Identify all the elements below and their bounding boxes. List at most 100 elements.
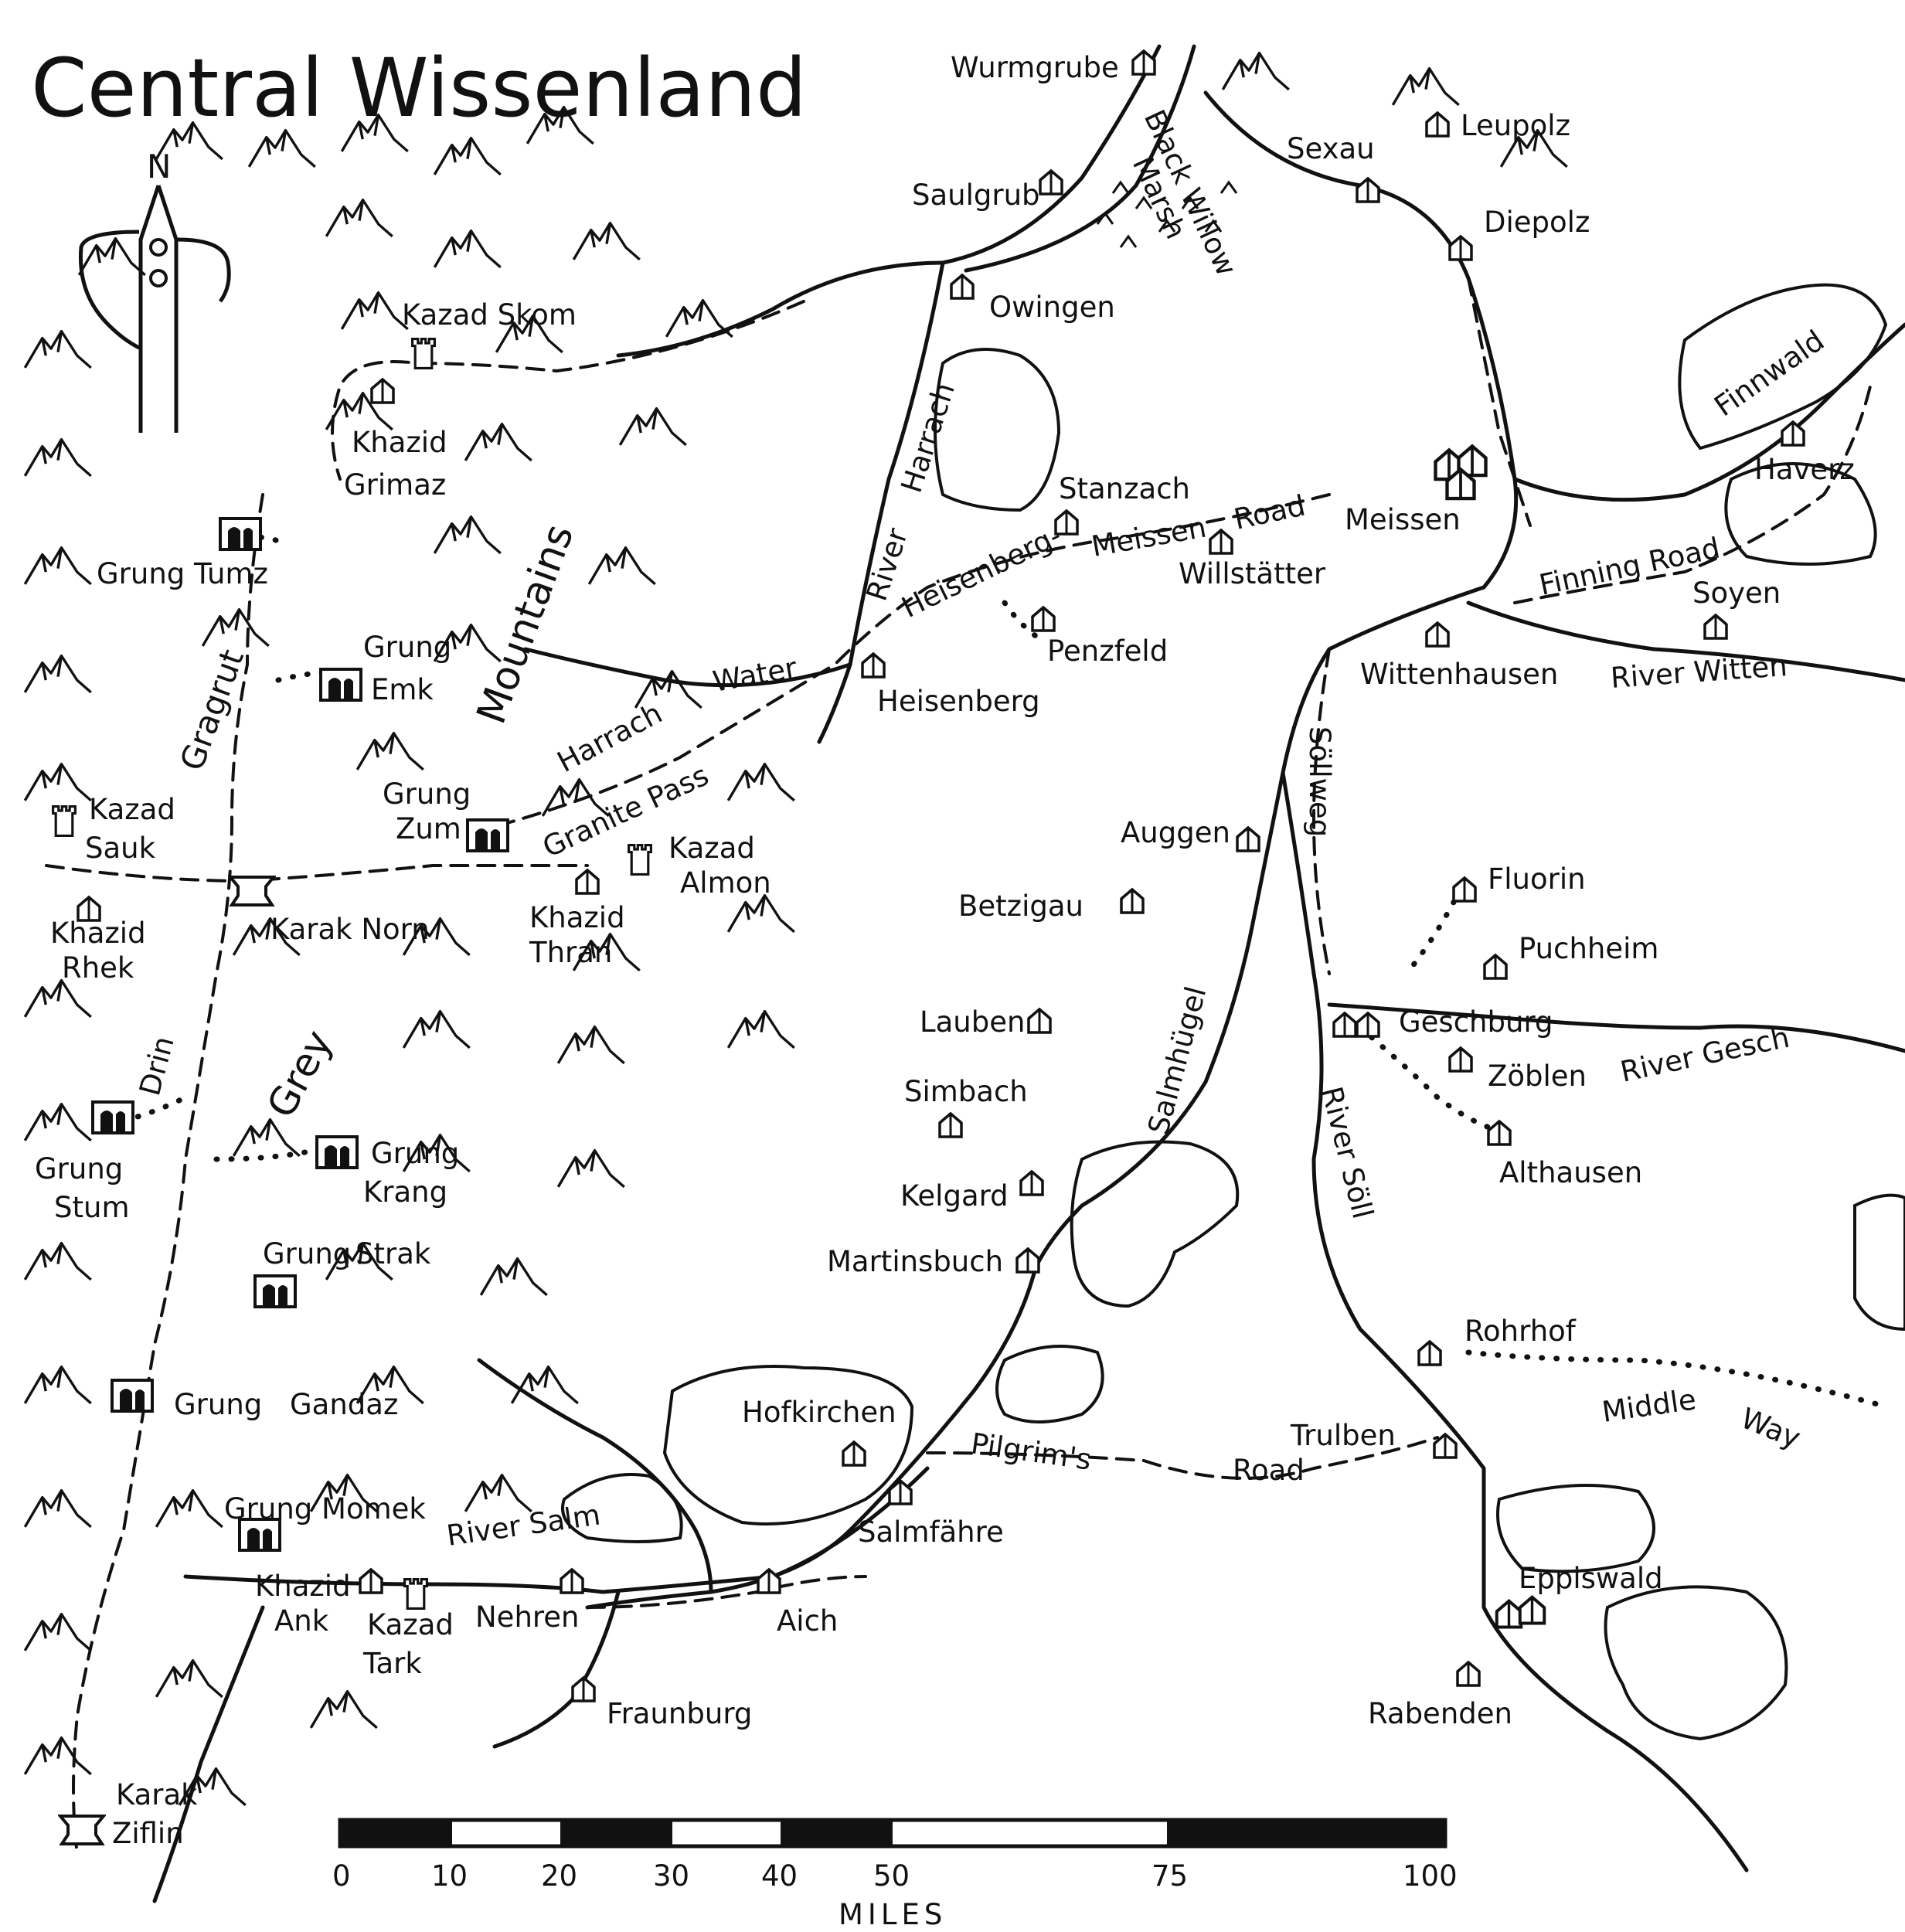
road-label: Meissen [1089,511,1209,563]
settlement-label: Salmfähre [858,1515,1004,1549]
settlement-label: Wittenhausen [1360,658,1558,691]
settlement-label: Puchheim [1519,932,1658,965]
river-label: River Söll [1315,1083,1379,1223]
settlement-label: Aich [777,1604,838,1638]
hold-label: Almon [680,866,771,900]
rivers [152,44,1905,1903]
settlement-label: Stanzach [1059,472,1190,505]
settlement-label: Soyen [1692,577,1781,610]
region-label: Grey [258,1023,341,1125]
hold-label: Grung [35,1152,123,1185]
settlement-label: Sexau [1287,132,1375,165]
settlement-label: Althausen [1499,1156,1642,1189]
river-label: Harrach [552,696,668,779]
scale-tick-label: 0 [332,1859,351,1893]
road-label: Pilgrim's [969,1427,1094,1476]
hold-label: Stum [54,1191,130,1224]
settlement-label: Simbach [904,1075,1028,1108]
settlement-label: Haverz [1754,453,1855,486]
river-label: Water [710,651,800,698]
hold-label: Grung [383,777,471,811]
hold-label: Grung [174,1388,262,1421]
road-label: Söllweg [1303,726,1336,837]
compass-rose: N [78,148,231,433]
roads [45,277,1872,1856]
settlement-label: Saulgrub [912,179,1040,212]
settlement-label: Meissen [1345,503,1461,536]
scale-tick-label: 75 [1152,1859,1188,1893]
road-label: Road [1231,488,1308,536]
forest-southeast [1604,1585,1788,1741]
scale-tick-label: 40 [761,1859,798,1893]
hold-label: Tark [362,1647,422,1680]
settlements: Wurmgrube Leupolz Sexau Saulgrub Diepolz… [475,49,1855,1730]
region-label: Salmhügel [1141,983,1213,1138]
settlement-label: Willstätter [1179,557,1326,590]
settlement-label: Owingen [989,291,1115,324]
settlement-label: Penzfeld [1047,634,1168,668]
dwarf-holds: Kazad Skom Khazid Grimaz Grung Tumz Grun… [35,298,771,1850]
hold-label: Grung Momek [224,1492,426,1526]
forest-east-of-hofkirchen [995,1345,1104,1423]
hold-label: Kazad [367,1608,454,1641]
settlement-label: Heisenberg [877,685,1040,718]
hold-label: Khazid [352,426,447,459]
settlement-label: Rabenden [1368,1697,1512,1730]
forest-hofkirchen [662,1365,914,1526]
hold-label: Sauk [85,832,156,865]
hold-label: Karak [116,1778,198,1811]
hold-label: Khazid [50,917,146,950]
forest-harrach [934,348,1061,512]
forest-east-edge [1853,1193,1905,1332]
hold-label: Zum [396,812,461,845]
hold-label: Thran [529,936,612,969]
scale-bar: 0 10 20 30 40 50 75 100 MILES [332,1818,1458,1931]
forest-eppiswald [1496,1484,1655,1573]
hold-label: Grung [363,631,451,664]
scale-tick-label: 100 [1403,1859,1458,1893]
scale-tick-label: 50 [873,1859,910,1893]
settlement-label: Auggen [1121,816,1230,849]
settlement-label: Leupolz [1461,109,1570,142]
hold-label: Grung [371,1137,459,1170]
forest-areas [561,283,1905,1741]
hold-label: Kazad Skom [402,298,577,332]
road-label: Middle [1600,1383,1698,1429]
river-label: River Gesch [1618,1021,1792,1089]
forest-salm [561,1473,683,1543]
hold-label: Karak Norn [270,913,430,946]
river-label: River Witten [1610,649,1788,695]
scale-tick-label: 30 [653,1859,689,1893]
settlement-label: Lauben [920,1005,1025,1039]
settlement-label: Zöblen [1488,1060,1587,1093]
region-label: Mountains [468,519,583,730]
forest-salmhugel-south [1070,1140,1240,1308]
road-label: Road [1233,1454,1305,1487]
river-label: Drin [133,1032,181,1099]
settlement-label: Wurmgrube [951,51,1119,84]
hold-label: Emk [371,673,434,706]
settlement-label: Diepolz [1484,206,1590,239]
hold-label: Grung Tumz [97,557,268,590]
hold-label: Grung [263,1237,351,1270]
region-label: Eppiswald [1519,1562,1663,1595]
hold-label: Khazid [529,901,625,934]
road-label: Way [1737,1401,1805,1454]
map-title: Central Wissenland [31,41,807,135]
compass-north-label: N [147,148,171,185]
hold-label: Gandaz [290,1388,398,1421]
settlement-label: Betzigau [958,889,1083,923]
scale-tick-label: 10 [431,1859,468,1893]
hold-label: Kazad [89,793,175,826]
settlement-label: Geschburg [1399,1005,1553,1039]
river-labels: River Harrach Harrach Water River Witten… [133,379,1792,1553]
hold-label: Kazad [668,832,755,865]
scale-tick-label: 20 [541,1859,577,1893]
hold-label: Rhek [62,951,134,985]
hold-label: Strak [355,1237,431,1270]
tracks [121,534,1889,1410]
settlement-label: Martinsbuch [827,1245,1003,1278]
hold-label: Grimaz [344,468,446,502]
settlement-label: Kelgard [900,1179,1009,1213]
